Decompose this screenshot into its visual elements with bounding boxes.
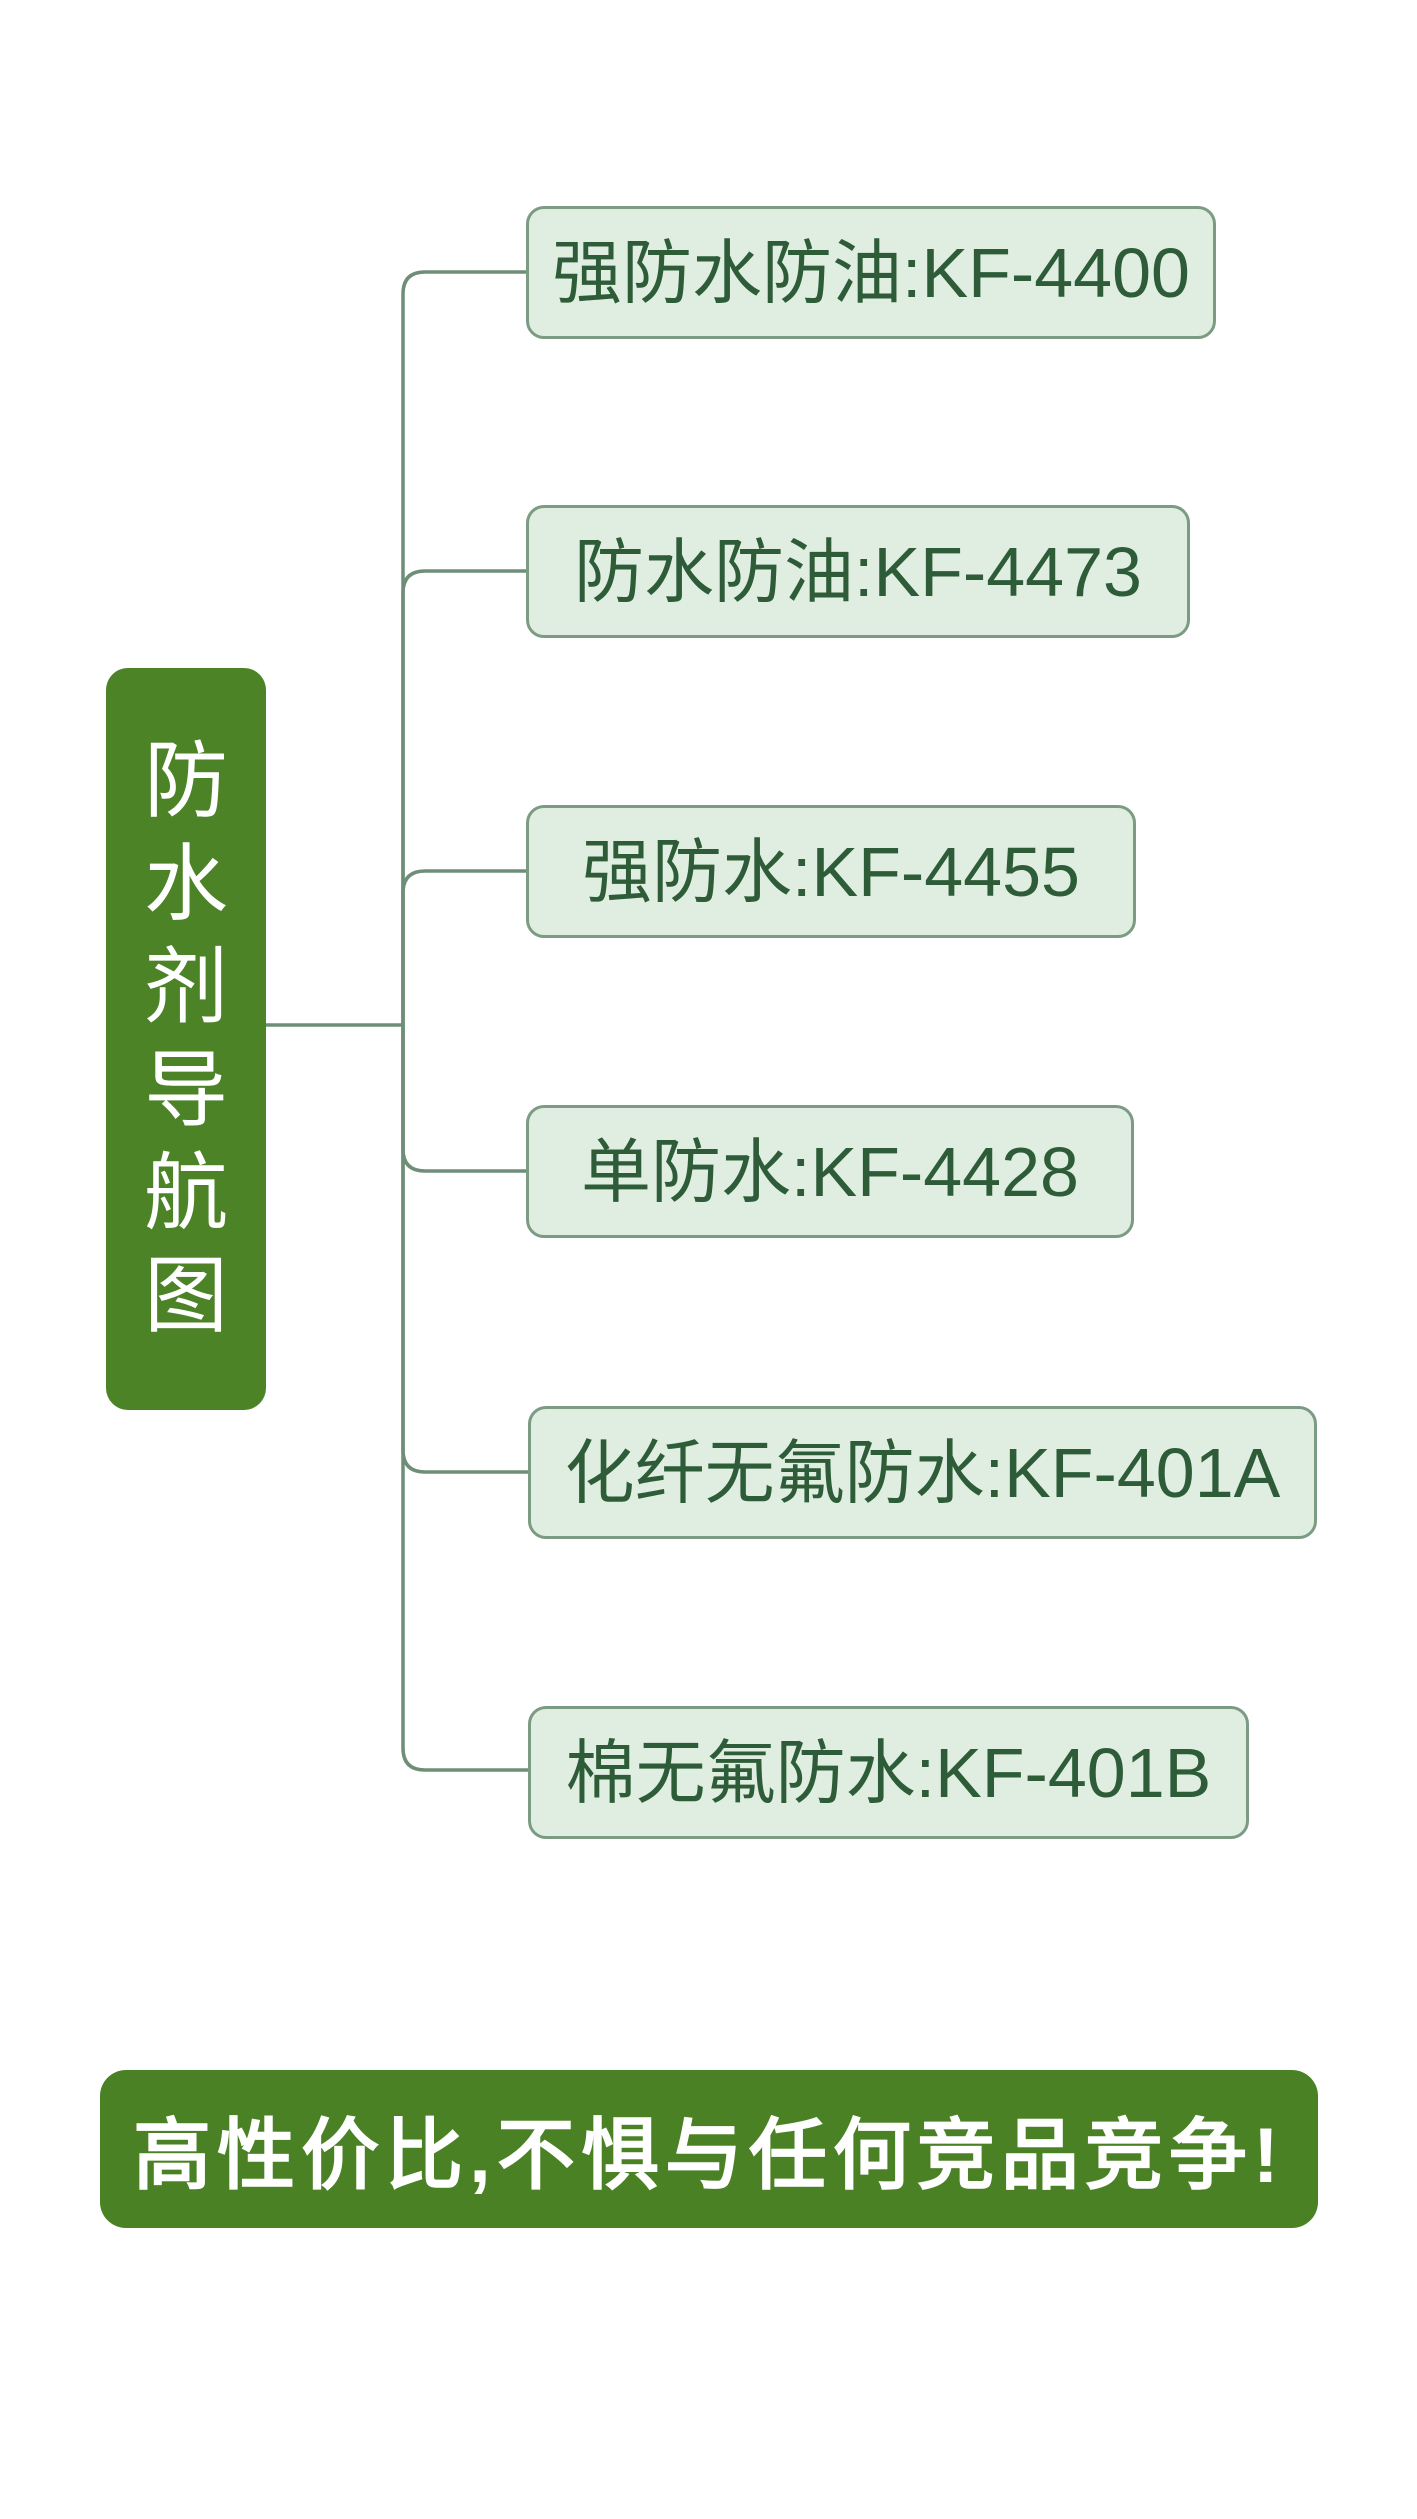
connector-branch-5 <box>401 1025 528 1474</box>
branch-node-label: 强防水防油:KF-4400 <box>552 233 1190 312</box>
slogan-banner: 高性价比,不惧与任何竞品竞争! <box>100 2070 1318 2228</box>
branch-node-kf4400: 强防水防油:KF-4400 <box>526 206 1216 339</box>
branch-node-kf4473: 防水防油:KF-4473 <box>526 505 1190 638</box>
connector-branch-3 <box>401 869 526 1025</box>
root-node-char: 航 <box>143 1146 228 1240</box>
branch-node-label: 单防水:KF-4428 <box>581 1132 1079 1211</box>
branch-node-label: 强防水:KF-4455 <box>582 832 1080 911</box>
branch-node-label: 防水防油:KF-4473 <box>574 532 1142 611</box>
branch-node-kf401b: 棉无氟防水:KF-401B <box>528 1706 1249 1839</box>
root-node-char: 图 <box>143 1249 228 1343</box>
root-node-char: 导 <box>143 1043 228 1137</box>
root-node: 防 水 剂 导 航 图 <box>106 668 266 1410</box>
branch-node-label: 棉无氟防水:KF-401B <box>565 1733 1212 1812</box>
root-node-char: 防 <box>143 734 228 828</box>
connector-branch-2 <box>401 569 526 1025</box>
branch-node-kf4428: 单防水:KF-4428 <box>526 1105 1134 1238</box>
root-node-char: 水 <box>143 837 228 931</box>
branch-node-kf401a: 化纤无氟防水:KF-401A <box>528 1406 1317 1539</box>
connector-branch-6 <box>401 1025 528 1772</box>
slogan-text: 高性价比,不惧与任何竞品竞争! <box>133 2111 1285 2199</box>
connector-branch-1 <box>401 270 526 1025</box>
connector-branch-4 <box>401 1025 526 1173</box>
root-node-char: 剂 <box>143 940 228 1034</box>
branch-node-kf4455: 强防水:KF-4455 <box>526 805 1136 938</box>
branch-node-label: 化纤无氟防水:KF-401A <box>564 1433 1281 1512</box>
